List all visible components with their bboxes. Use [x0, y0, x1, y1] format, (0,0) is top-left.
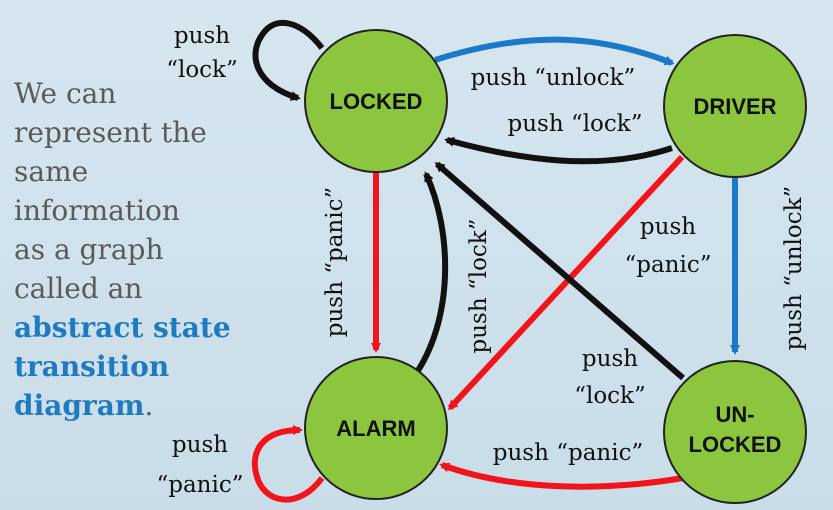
label-driver-to-alarm-line1: push: [640, 214, 696, 240]
edge-locked-self-loop: [252, 19, 325, 101]
label-driver-to-unlocked: push “unlock”: [781, 186, 807, 351]
node-unlocked-label-line1: UN-: [715, 402, 754, 427]
emphasis-line: transition: [14, 350, 170, 383]
label-unlocked-to-alarm: push “panic”: [493, 440, 643, 466]
label-locked-to-driver: push “unlock”: [471, 65, 636, 91]
edge-unlocked-to-locked: [434, 161, 685, 381]
node-driver: DRIVER: [663, 34, 807, 178]
label-unlocked-to-locked-line2: “lock”: [574, 383, 646, 409]
description-text: We can represent the same information as…: [14, 74, 314, 425]
edge-driver-to-locked: [444, 137, 673, 165]
edge-driver-to-alarm: [447, 154, 685, 411]
edges: [251, 19, 740, 503]
description-line: We can: [14, 77, 117, 110]
description-line: represent the: [14, 116, 207, 149]
label-unlocked-to-locked-line1: push: [582, 346, 638, 372]
node-alarm: ALARM: [304, 356, 448, 500]
label-alarm-self-line2: “panic”: [156, 472, 243, 498]
edge-locked-to-driver: [434, 36, 675, 66]
node-alarm-label: ALARM: [336, 416, 415, 441]
label-locked-self-line1: push: [174, 23, 230, 49]
node-unlocked-label-line2: LOCKED: [689, 432, 782, 457]
node-locked-label: LOCKED: [330, 89, 423, 114]
label-driver-to-alarm-line2: “panic”: [624, 252, 711, 278]
emphasis-suffix: .: [144, 389, 154, 422]
description-line: called an: [14, 272, 143, 305]
emphasis-line: abstract state: [14, 311, 231, 344]
edge-labels: push “lock” push “unlock” push “lock” pu…: [156, 23, 807, 498]
node-locked: LOCKED: [304, 29, 448, 173]
label-alarm-to-locked: push “lock”: [466, 218, 492, 353]
label-alarm-self-line1: push: [172, 432, 228, 458]
emphasis-line: diagram: [14, 389, 145, 422]
edge-unlocked-to-alarm: [439, 462, 684, 490]
description-line: same: [14, 155, 89, 188]
label-locked-self-line2: “lock”: [166, 57, 238, 83]
label-driver-to-locked: push “lock”: [507, 111, 642, 137]
node-unlocked: UN- LOCKED: [663, 360, 807, 504]
edge-alarm-self-loop: [251, 425, 325, 503]
edge-alarm-to-locked: [410, 171, 449, 380]
node-driver-label: DRIVER: [693, 94, 776, 119]
description-line: information: [14, 194, 180, 227]
description-line: as a graph: [14, 233, 164, 266]
label-locked-to-alarm: push “panic”: [322, 187, 348, 337]
